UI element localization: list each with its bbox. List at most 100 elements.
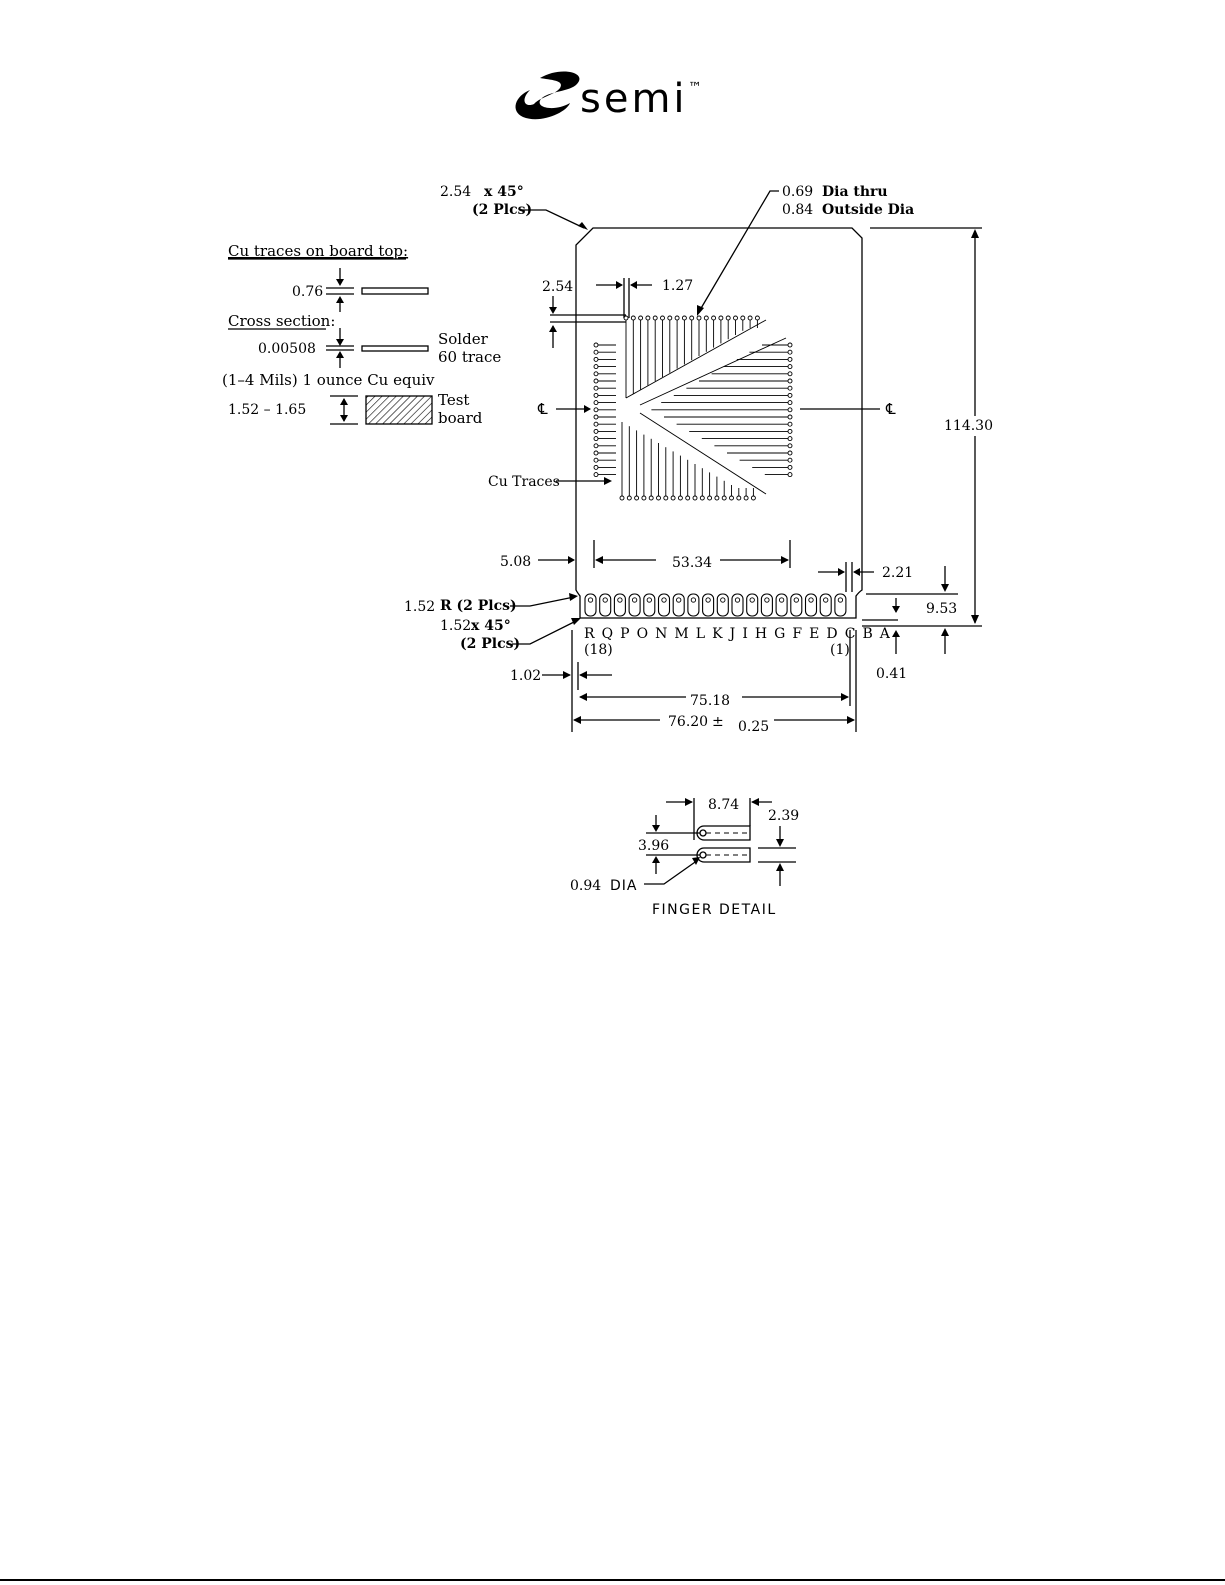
arrowhead	[336, 279, 344, 286]
footer-rule	[0, 1579, 1225, 1581]
test-label-2: board	[438, 409, 483, 427]
via-pad	[787, 443, 793, 449]
hole-dia-1-value: 0.69	[782, 184, 813, 200]
edge-fingers	[584, 593, 847, 617]
height-value: 114.30	[944, 418, 993, 434]
chamfer-bottom-angle: x 45°	[471, 618, 511, 634]
arrowhead	[604, 477, 612, 485]
logo-text: semi	[580, 76, 688, 122]
hole-dia-value: 0.94	[570, 878, 601, 894]
finger-hole	[646, 597, 652, 603]
via-pad	[787, 464, 793, 470]
via-pad	[593, 428, 599, 434]
edge-finger	[716, 593, 729, 617]
via-pad	[593, 385, 599, 391]
tolerance-value: 0.25	[738, 719, 769, 735]
via-pad	[593, 378, 599, 384]
hole-dia-1-note: Dia thru	[822, 184, 888, 200]
via-pad	[638, 315, 644, 321]
trace-legend: Cu traces on board top: 0.76 Cross secti…	[222, 242, 501, 427]
finger-len-value: 9.53	[926, 601, 957, 617]
arrowhead	[853, 568, 860, 576]
via-pad	[656, 495, 661, 501]
via-pad	[729, 495, 734, 501]
edge-finger	[746, 593, 759, 617]
edge-finger	[643, 593, 656, 617]
arrowhead	[971, 229, 979, 238]
cu-traces-callout: Cu Traces	[488, 474, 560, 490]
pitch-h-value: 1.27	[662, 278, 693, 294]
solder-label-2: 60 trace	[438, 348, 501, 366]
finger-shape-1	[696, 825, 751, 841]
via-pad	[787, 364, 793, 370]
chamfer-top-plcs: (2 Plcs)	[472, 202, 532, 218]
finger-detail-title: FINGER DETAIL	[652, 902, 777, 918]
arrowhead	[563, 671, 571, 679]
finger-hole	[778, 597, 785, 603]
semi-logo: semi ™	[515, 71, 702, 122]
hole-leader	[699, 190, 779, 311]
edge-finger	[672, 593, 685, 617]
centerline-right: ℄	[885, 400, 896, 418]
cross-section-title: Cross section:	[228, 312, 335, 330]
via-pad	[660, 315, 665, 321]
via-pad	[667, 315, 673, 321]
via-pad	[787, 378, 793, 384]
finger-hole	[617, 597, 623, 603]
chamfer-top-angle: x 45°	[484, 184, 524, 200]
edge-finger	[819, 593, 832, 617]
via-pad	[593, 436, 599, 442]
arrowhead	[549, 325, 557, 332]
trace-boundary	[639, 412, 767, 495]
tolerance-sign: ±	[712, 714, 724, 730]
finger-detail: 8.74 2.39 3.96 0.94 DIA FINGER DETAIL	[570, 797, 799, 918]
finger-length-value: 8.74	[708, 797, 739, 813]
arrowhead	[652, 856, 660, 863]
via-pad	[593, 472, 599, 478]
arrowhead	[971, 615, 979, 624]
arrowhead	[616, 281, 623, 289]
via-pad	[593, 356, 599, 362]
test-label-1: Test	[438, 391, 469, 409]
edge-finger	[834, 593, 847, 617]
via-pad	[593, 450, 599, 456]
edge-finger	[599, 593, 612, 617]
arrowhead	[571, 618, 581, 625]
finger-hole	[749, 597, 755, 603]
arrowhead	[781, 556, 789, 564]
pin-18-label: (18)	[584, 642, 613, 658]
chamfer-top-value: 2.54	[440, 184, 471, 200]
logo-tm: ™	[688, 80, 702, 96]
via-pad	[641, 495, 647, 501]
centerline-left: ℄	[537, 400, 548, 418]
via-pad	[593, 457, 599, 463]
side-offset-value: 1.02	[510, 668, 541, 684]
finger-width-value: 2.39	[768, 808, 799, 824]
edge-finger	[657, 593, 671, 617]
via-pad	[721, 495, 727, 501]
edge-finger	[731, 593, 744, 617]
via-pad	[593, 414, 599, 420]
arrowhead	[776, 839, 784, 847]
arrowhead	[652, 825, 660, 832]
via-pad	[619, 495, 625, 501]
edge-finger	[790, 593, 803, 617]
finger-hole	[705, 597, 711, 603]
trace-shape	[361, 287, 429, 295]
arrowhead	[578, 222, 588, 230]
finger-hole	[690, 597, 697, 603]
edge-finger	[687, 593, 700, 617]
solder-thickness-value: 0.00508	[258, 341, 316, 357]
via-pad	[787, 407, 793, 413]
radius-value: 1.52	[404, 599, 435, 615]
edge-gap-value: 0.41	[876, 666, 907, 682]
finger-hole	[587, 597, 594, 603]
via-pad	[787, 385, 793, 391]
finger-hole	[631, 597, 638, 603]
via-pad	[593, 443, 599, 449]
via-pad	[718, 315, 724, 321]
chamfer-bottom-value: 1.52	[440, 618, 471, 634]
via-pad	[630, 315, 636, 321]
radius-note: R (2 Plcs)	[440, 598, 517, 614]
finger-pitch-value: 3.96	[638, 838, 669, 854]
